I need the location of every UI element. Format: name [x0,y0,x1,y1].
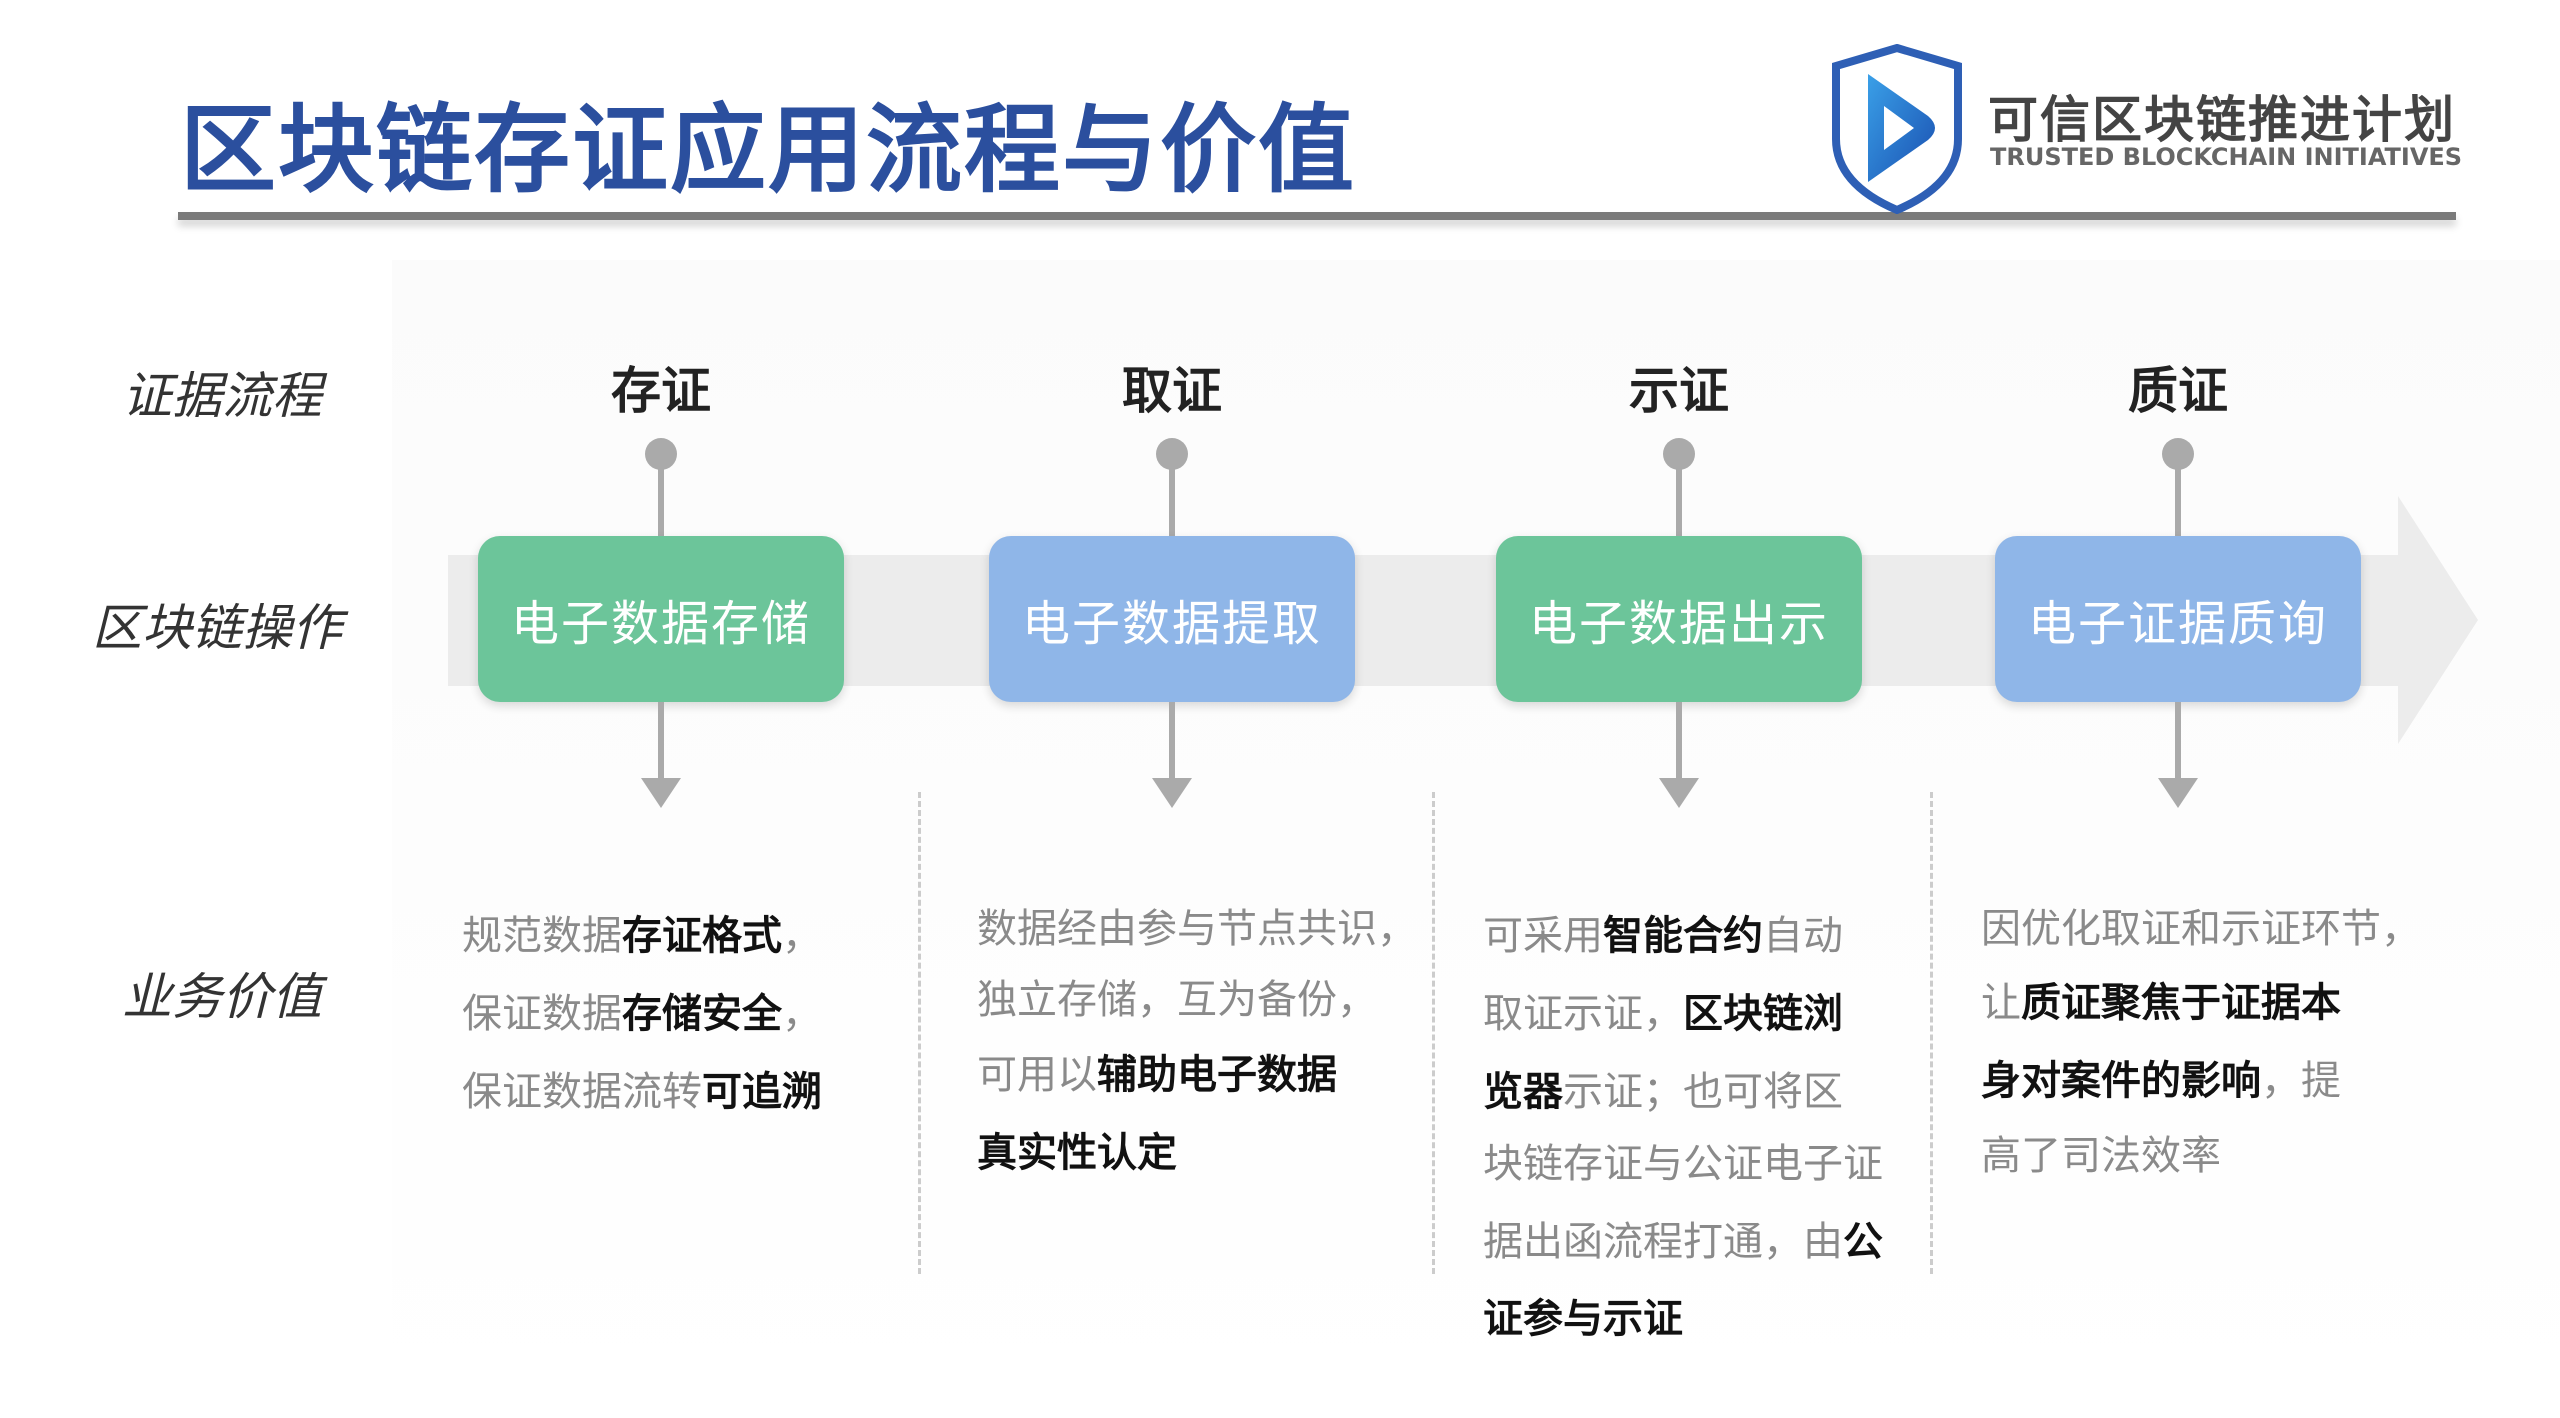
value-line: 身对案件的影响，提 [1981,1051,2341,1111]
connector-line [658,454,664,536]
value-text: 高了司法效率 [1981,1133,2221,1179]
connector-line [1169,454,1175,536]
value-line: 据出函流程打通，由公 [1483,1212,1883,1272]
down-arrow-line [2175,702,2181,782]
value-line: 保证数据流转可追溯 [462,1062,822,1122]
column-divider [1432,792,1435,1274]
content-panel [392,260,2560,1418]
value-text-bold: 真实性认定 [977,1130,1177,1176]
value-text: 保证数据流转 [462,1069,702,1115]
value-text-bold: 公 [1843,1219,1883,1265]
connector-line [1676,454,1682,536]
value-text-bold: 身对案件的影响 [1981,1058,2261,1104]
down-arrow-icon [641,778,681,808]
value-text-bold: 览器 [1483,1069,1563,1115]
stage-title: 质证 [2128,362,2228,420]
value-line: 证参与示证 [1483,1289,1683,1349]
logo-text-cn: 可信区块链推进计划 [1988,91,2456,149]
down-arrow-line [1676,702,1682,782]
value-line: 数据经由参与节点共识， [977,899,1417,959]
value-line: 规范数据存证格式， [462,906,822,966]
value-line: 览器示证；也可将区 [1483,1062,1843,1122]
value-text: 据出函流程打通，由 [1483,1219,1843,1265]
value-text-bold: 证参与示证 [1483,1296,1683,1342]
value-text: 保证数据 [462,991,622,1037]
value-text-bold: 可追溯 [702,1069,822,1115]
value-line: 因优化取证和示证环节， [1981,899,2421,959]
value-line: 块链存证与公证电子证 [1483,1134,1883,1194]
value-text: ，提 [2261,1058,2341,1104]
value-line: 取证示证，区块链浏 [1483,984,1843,1044]
stage-title: 存证 [611,362,711,420]
operation-box: 电子数据出示 [1496,536,1862,702]
value-text: 因优化取证和示证环节， [1981,906,2421,952]
operation-box: 电子数据存储 [478,536,844,702]
value-line: 真实性认定 [977,1123,1177,1183]
shield-logo-icon [1832,44,1962,214]
value-text-bold: 存证格式 [622,913,782,959]
value-text-bold: 辅助电子数据 [1097,1052,1337,1098]
value-text: 数据经由参与节点共识， [977,906,1417,952]
stage-title: 示证 [1629,362,1729,420]
operation-box: 电子证据质询 [1995,536,2361,702]
logo-text-en: TRUSTED BLOCKCHAIN INITIATIVES [1990,143,2463,171]
value-text-bold: 智能合约 [1603,913,1763,959]
down-arrow-icon [1152,778,1192,808]
value-text: 示证；也可将区 [1563,1069,1843,1115]
row-label-business-value: 业务价值 [122,968,322,1026]
down-arrow-icon [2158,778,2198,808]
value-line: 高了司法效率 [1981,1126,2221,1186]
down-arrow-line [1169,702,1175,782]
value-text: 规范数据 [462,913,622,959]
column-divider [1930,792,1933,1274]
value-text: 自动 [1763,913,1843,959]
operation-box: 电子数据提取 [989,536,1355,702]
value-text: ， [782,991,822,1037]
stage-title: 取证 [1122,362,1222,420]
value-text: 可用以 [977,1052,1097,1098]
value-text: 独立存储，互为备份， [977,977,1377,1023]
connector-line [2175,454,2181,536]
value-text: 让 [1981,980,2021,1026]
value-text: 可采用 [1483,913,1603,959]
row-label-evidence-flow: 证据流程 [122,367,322,425]
value-line: 独立存储，互为备份， [977,970,1377,1030]
value-line: 可采用智能合约自动 [1483,906,1843,966]
value-text: 取证示证， [1483,991,1683,1037]
value-text-bold: 质证聚焦于证据本 [2021,980,2341,1026]
value-line: 可用以辅助电子数据 [977,1045,1337,1105]
value-text-bold: 区块链浏 [1683,991,1843,1037]
timeline-arrow-head [2398,496,2478,744]
value-text: 块链存证与公证电子证 [1483,1141,1883,1187]
page-title: 区块链存证应用流程与价值 [180,94,1356,206]
column-divider [918,792,921,1274]
down-arrow-icon [1659,778,1699,808]
value-text: ， [782,913,822,959]
down-arrow-line [658,702,664,782]
row-label-blockchain-op: 区块链操作 [92,599,342,657]
value-line: 让质证聚焦于证据本 [1981,973,2341,1033]
title-divider [178,212,2456,220]
value-text-bold: 存储安全 [622,991,782,1037]
value-line: 保证数据存储安全， [462,984,822,1044]
